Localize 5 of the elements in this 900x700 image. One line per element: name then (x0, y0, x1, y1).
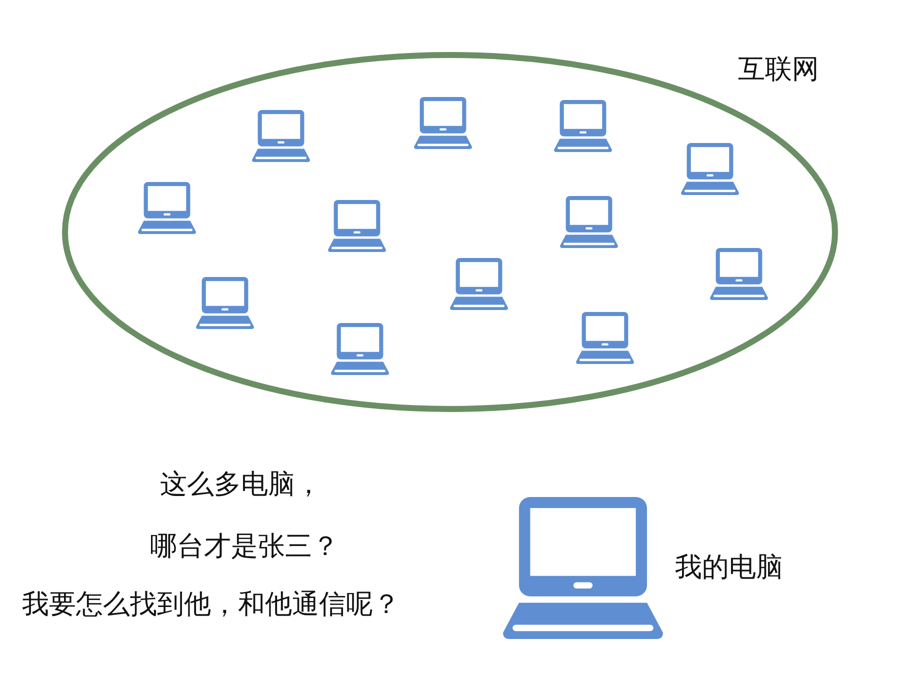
computer-label: 我的电脑 (675, 551, 783, 585)
question-text: 我要怎么找到他，和他通信呢？ (22, 588, 400, 622)
question-text: 哪台才是张三？ (150, 530, 339, 564)
question-text: 这么多电脑， (160, 468, 322, 502)
network-label: 互联网 (738, 53, 819, 87)
